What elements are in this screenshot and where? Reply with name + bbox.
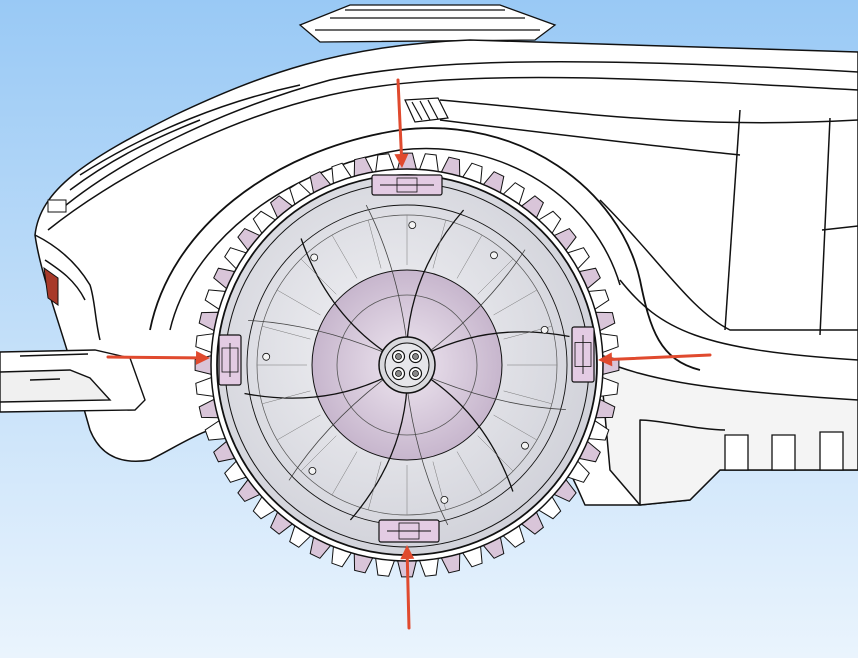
rib — [262, 390, 311, 405]
arrow-shaft — [610, 353, 712, 361]
screw-hole — [440, 495, 449, 504]
spoke — [425, 375, 514, 492]
hub-bolt-center — [412, 370, 419, 377]
arrow-shaft — [396, 78, 403, 156]
arrow-head — [195, 350, 210, 365]
rib — [367, 461, 382, 510]
rib — [477, 435, 514, 472]
arrow-head — [400, 545, 415, 560]
clip-top-tab — [396, 177, 418, 193]
rib — [456, 234, 483, 279]
rib — [456, 451, 483, 496]
spoke-shadow — [365, 204, 408, 344]
clip-right-tab — [574, 342, 592, 367]
arrow-clip-right — [598, 352, 712, 367]
arrow-shaft — [405, 557, 411, 630]
arrow-head — [394, 153, 409, 168]
hub-bolt-center — [412, 353, 419, 360]
rear-wheel — [194, 152, 620, 578]
rib — [367, 220, 382, 269]
side-slot — [47, 199, 67, 213]
rib — [432, 220, 447, 269]
rib — [331, 234, 358, 279]
screw-hole — [262, 352, 271, 361]
spoke-shadow — [288, 375, 389, 481]
tail-light — [43, 266, 59, 306]
spoke — [406, 209, 465, 344]
arrow-clip-bottom — [400, 545, 415, 630]
spoke — [300, 238, 389, 355]
rear-vents — [724, 431, 844, 471]
hub-ring — [336, 294, 478, 436]
spoke-shadow — [406, 386, 449, 526]
rib — [262, 325, 311, 340]
rib — [477, 258, 514, 295]
clip-right — [571, 326, 595, 383]
arrow-clip-left — [106, 350, 210, 365]
spoke — [425, 331, 570, 355]
spoke — [349, 386, 408, 521]
spoke-shadow — [425, 375, 566, 410]
screw-hole — [540, 325, 549, 334]
clip-left-tab — [221, 347, 239, 373]
hub-bolt-center — [395, 353, 402, 360]
screw-hole — [521, 441, 529, 450]
fender-grille — [404, 97, 449, 123]
arrow-clip-top — [394, 78, 409, 168]
arrow-head — [598, 352, 613, 367]
rib — [493, 414, 538, 441]
spoke-shadow — [248, 320, 389, 355]
rim-holes — [262, 221, 549, 504]
rib — [503, 390, 552, 405]
rib — [276, 414, 321, 441]
front-bumper — [0, 349, 146, 413]
top-grille — [298, 4, 557, 43]
clip-bottom — [378, 519, 440, 543]
center-hub-inner — [384, 342, 430, 388]
spoke — [244, 375, 389, 399]
clip-top — [371, 174, 443, 196]
rib — [493, 289, 538, 316]
rib — [276, 289, 321, 316]
clip-bottom-tab — [398, 522, 420, 540]
screw-hole — [308, 466, 317, 475]
screw-hole — [408, 221, 417, 230]
rib — [300, 258, 337, 295]
hub-bolt-center — [395, 370, 402, 377]
spoke-shadow — [425, 249, 526, 355]
rib — [300, 435, 337, 472]
screw-hole — [490, 251, 498, 260]
rib — [331, 451, 358, 496]
clip-left — [218, 334, 242, 386]
spokes — [244, 204, 570, 526]
arrows — [106, 78, 712, 630]
screw-hole — [310, 253, 319, 262]
arrow-shaft — [106, 355, 198, 360]
